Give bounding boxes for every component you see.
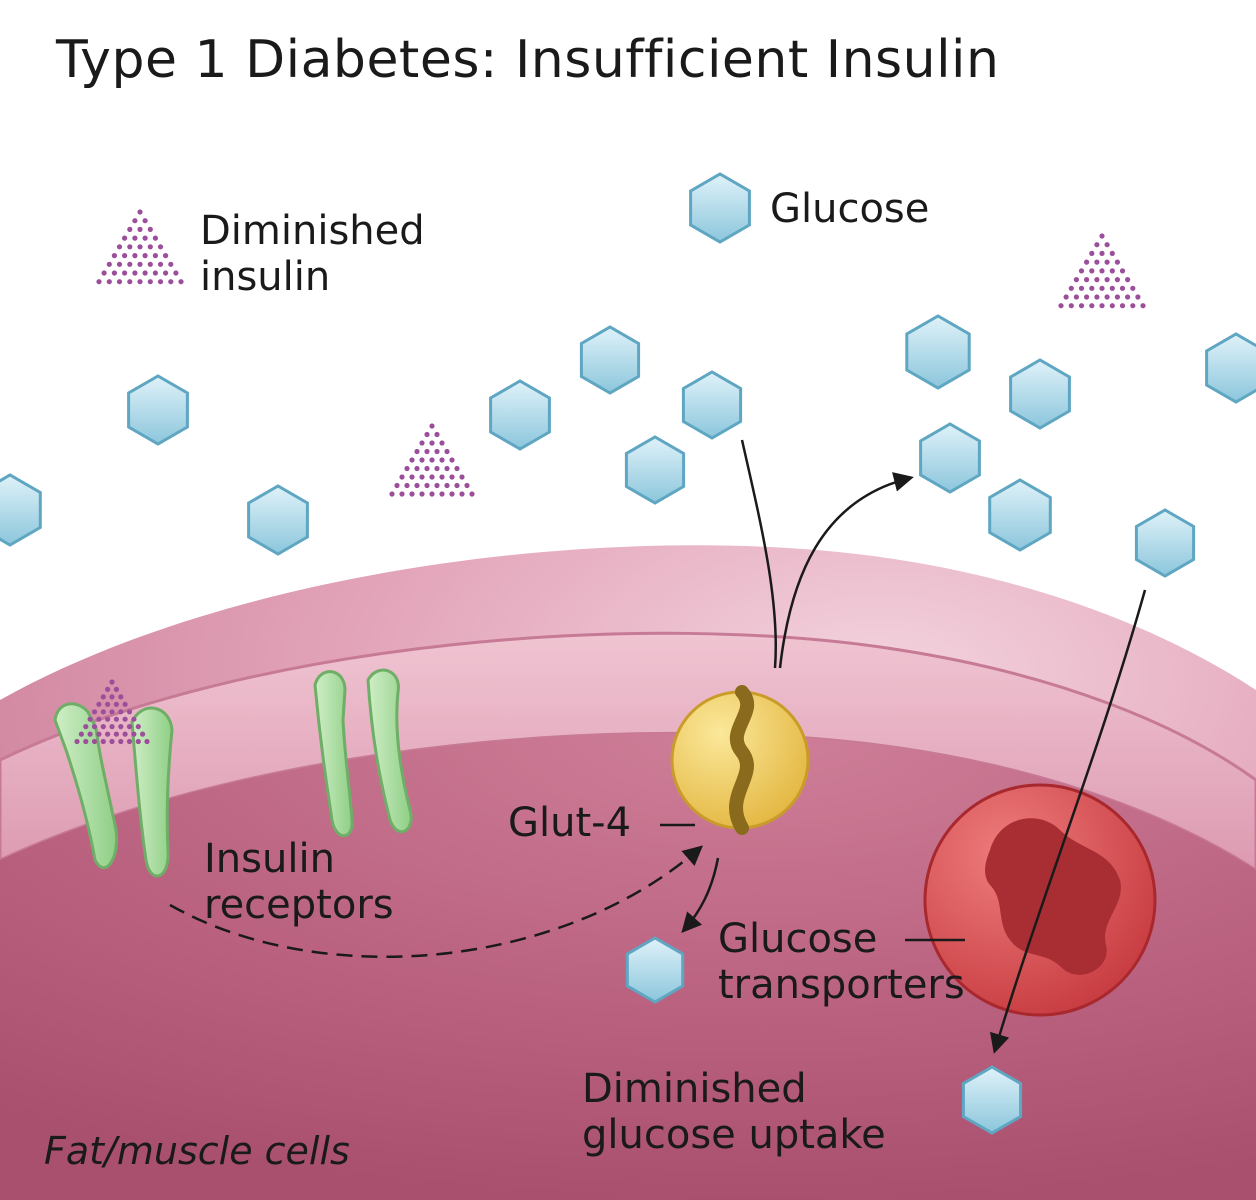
legend-insulin-line1: Diminished	[200, 208, 425, 254]
arrow-glucose-uptake	[990, 589, 1147, 1054]
glucose-molecule	[919, 422, 981, 494]
insulin-layer	[74, 209, 1146, 745]
glucose-molecule	[988, 478, 1052, 552]
glucose-molecule	[247, 484, 309, 556]
glucose-molecule	[681, 370, 743, 440]
glucose-molecule	[624, 435, 686, 505]
legend-insulin-label: Diminished insulin	[200, 208, 425, 300]
insulin-receptors-line1: Insulin	[204, 836, 335, 882]
glucose-molecule	[905, 314, 971, 390]
glucose-molecule	[689, 172, 751, 244]
glucose-transporter	[923, 783, 1157, 1017]
diminished-uptake-line2: glucose uptake	[582, 1112, 886, 1158]
diminished-uptake-line1: Diminished	[582, 1066, 807, 1112]
glut4-transporter	[670, 685, 810, 835]
arrow-receptor-signal	[169, 845, 704, 959]
insulin-molecule	[74, 679, 150, 745]
glucose-transporters-line1: Glucose	[718, 916, 878, 962]
glucose-layer	[0, 172, 1256, 1135]
glucose-molecule	[961, 1065, 1023, 1135]
diminished-uptake-label: Diminished glucose uptake	[582, 1066, 886, 1158]
glucose-transporters-label: Glucose transporters	[718, 916, 965, 1008]
legend-glucose-label: Glucose	[770, 186, 930, 232]
insulin-molecule	[1058, 233, 1146, 309]
insulin-receptor-right	[313, 668, 413, 838]
insulin-molecule	[96, 209, 184, 285]
arrows	[169, 439, 1147, 1054]
legend-insulin-line2: insulin	[200, 254, 331, 300]
insulin-molecule	[389, 423, 475, 497]
page-title: Type 1 Diabetes: Insufficient Insulin	[56, 30, 1000, 90]
insulin-receptor-left	[53, 702, 174, 878]
arrow-glucose-blocked	[740, 439, 778, 669]
insulin-receptors-line2: receptors	[204, 882, 394, 928]
glucose-molecule	[0, 473, 42, 547]
glucose-molecule	[127, 374, 189, 446]
glucose-molecule	[1205, 332, 1256, 404]
cell-type-label: Fat/muscle cells	[44, 1129, 350, 1173]
arrow-glucose-bounce	[778, 472, 914, 669]
glucose-molecule	[1134, 508, 1196, 578]
arrow-glut4-down	[681, 857, 720, 933]
glucose-molecule	[625, 936, 685, 1004]
glucose-molecule	[579, 325, 641, 395]
glucose-molecule	[1009, 358, 1071, 430]
glucose-molecule	[489, 379, 551, 451]
glut4-label: Glut-4	[508, 800, 632, 846]
insulin-receptors-label: Insulin receptors	[204, 836, 394, 928]
glucose-transporters-line2: transporters	[718, 962, 965, 1008]
